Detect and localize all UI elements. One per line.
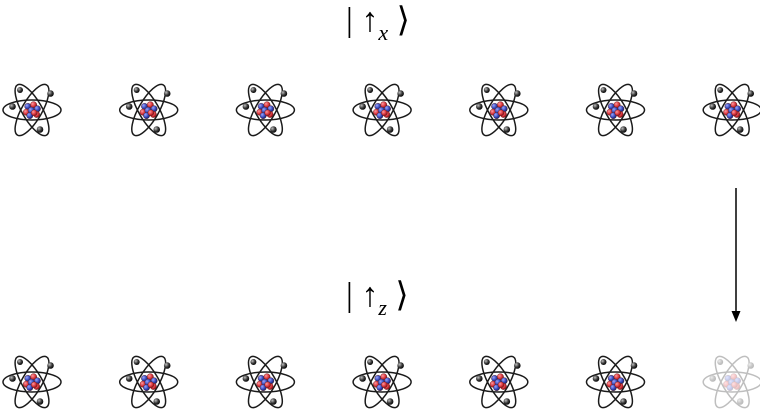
ket-bar: |: [346, 277, 353, 314]
atom-icon: [235, 351, 296, 413]
atom-icon: [469, 79, 529, 141]
atom-icon: [2, 351, 62, 413]
ket-bar: |: [346, 2, 353, 39]
up-arrow-symbol: ↑: [361, 2, 379, 39]
atom-icon: [469, 351, 529, 413]
atom-icon: [702, 79, 760, 141]
ket-right-bracket: ⟩: [395, 277, 409, 314]
top-row: [2, 79, 760, 141]
evolution-arrow: [731, 188, 741, 322]
state-label-top: | ↑x ⟩: [346, 2, 410, 44]
atom-icon: [2, 79, 62, 141]
atom-icon-faded: [702, 351, 760, 413]
atom-icon: [352, 79, 412, 141]
atoms-layer: [2, 79, 760, 413]
up-arrow-symbol: ↑: [361, 277, 379, 314]
atom-icon: [235, 79, 296, 141]
axis-subscript: z: [378, 295, 387, 320]
atom-icon: [585, 79, 646, 141]
atom-icon: [118, 351, 179, 413]
ket-right-bracket: ⟩: [396, 2, 410, 39]
atom-icon: [118, 79, 179, 141]
bottom-row: [2, 351, 760, 413]
axis-subscript: x: [378, 20, 389, 45]
state-label-bottom: | ↑z ⟩: [346, 277, 409, 319]
atom-icon: [352, 351, 412, 413]
atom-icon: [585, 351, 646, 413]
